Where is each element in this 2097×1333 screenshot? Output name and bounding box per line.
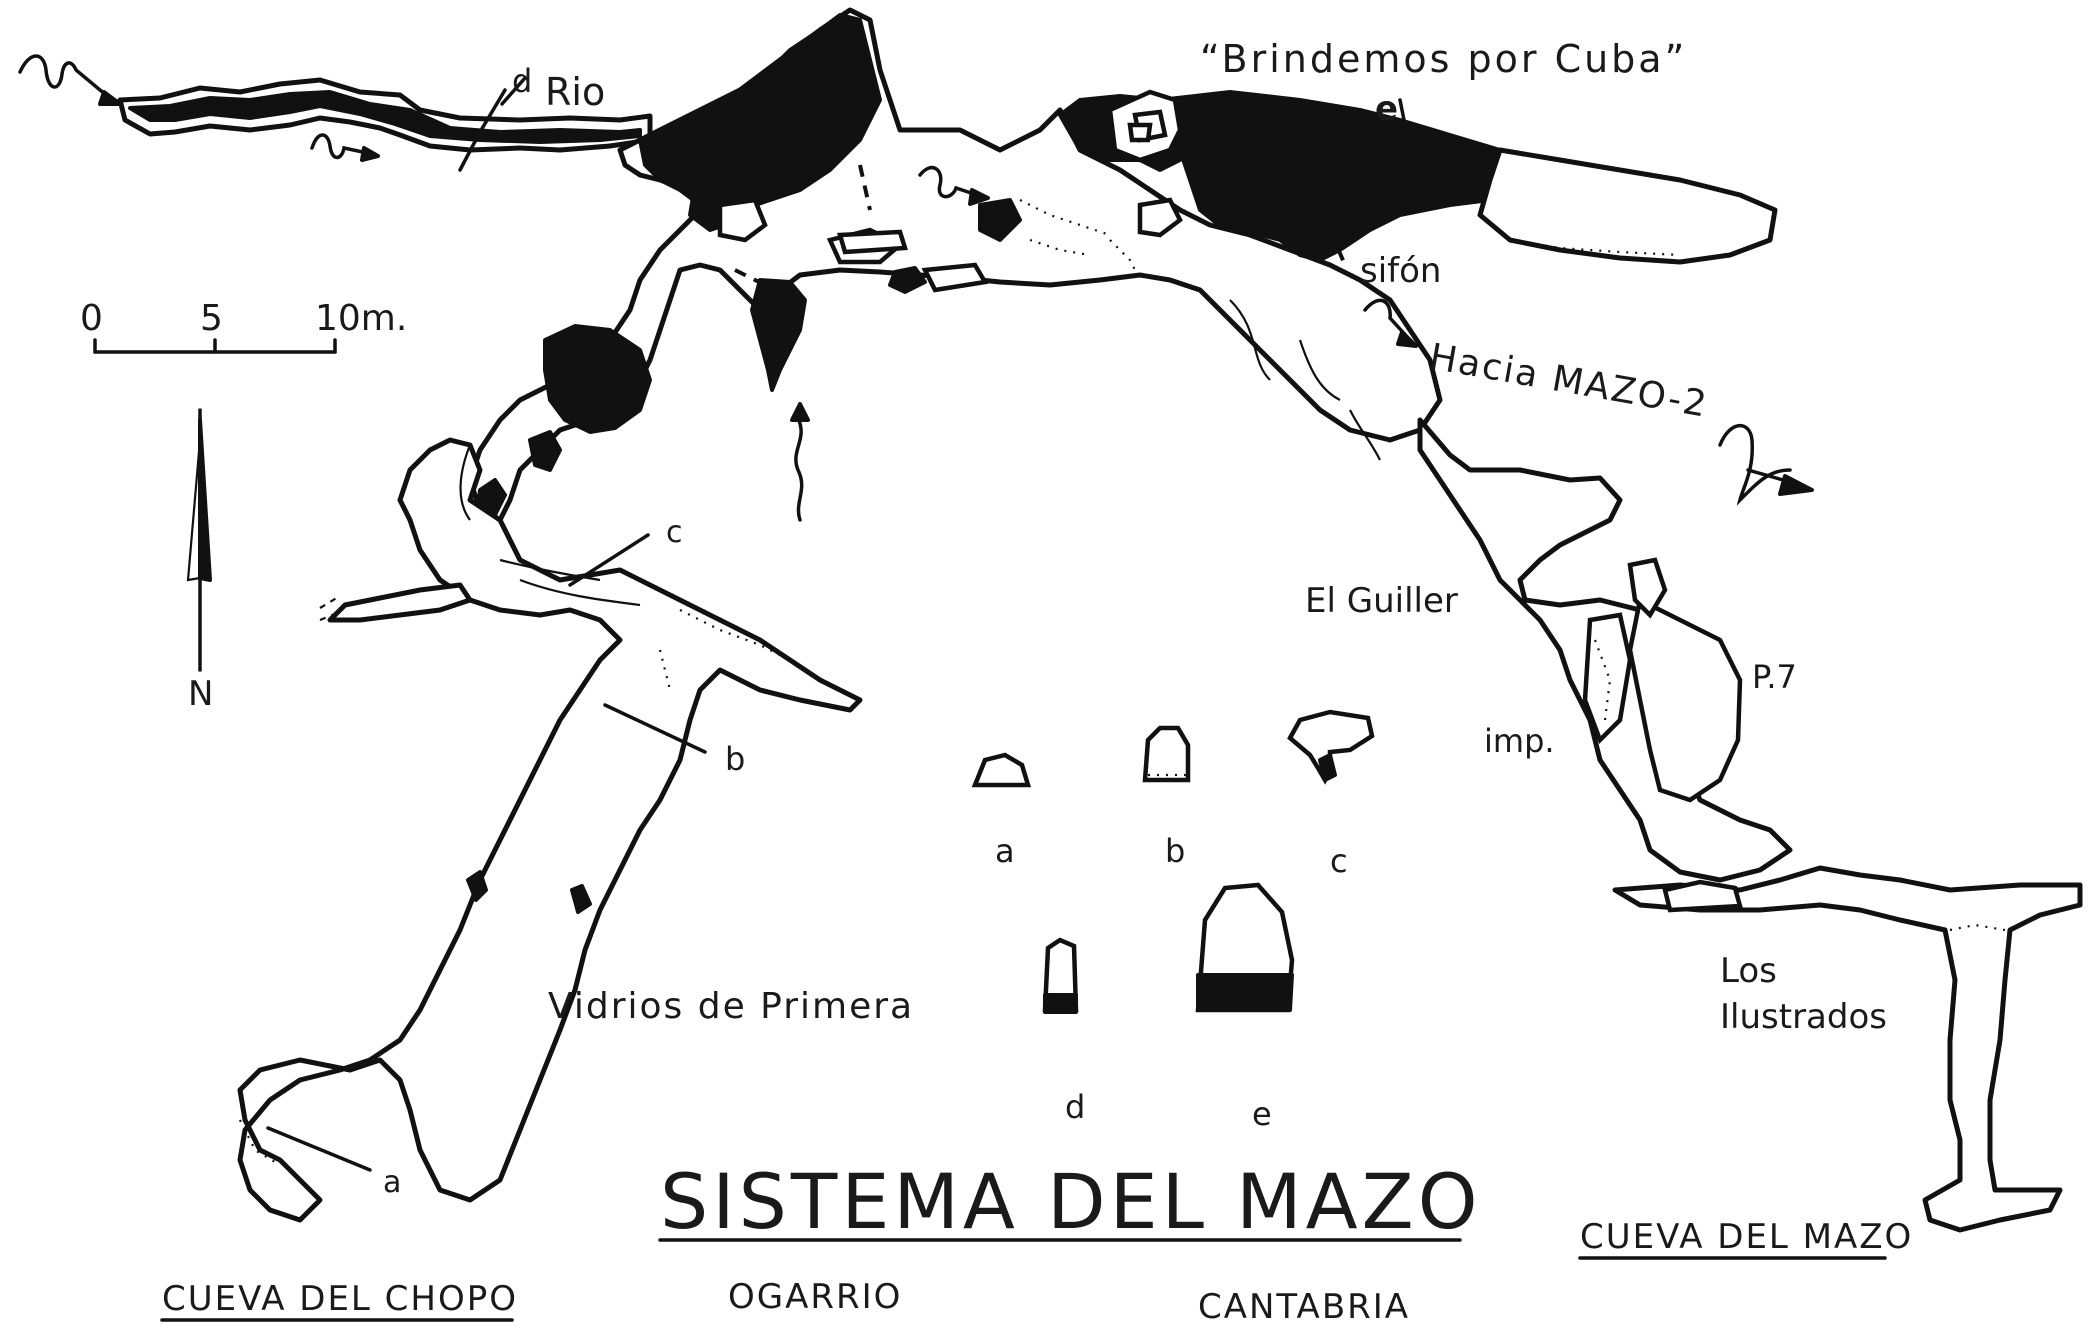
label-brindemos: “Brindemos por Cuba” xyxy=(1200,37,1687,81)
region-label: CANTABRIA xyxy=(1198,1287,1410,1327)
passage-cueva-del-chopo xyxy=(237,437,863,1223)
flow-arrow-icon xyxy=(1718,423,1814,506)
section-lines xyxy=(266,76,1412,1172)
flow-arrow-icon xyxy=(918,165,990,206)
xs-label-e: e xyxy=(1252,1095,1272,1133)
cross-section-b xyxy=(1142,725,1191,783)
label-rio: Rio xyxy=(545,70,605,114)
flow-arrow-icon xyxy=(790,402,810,522)
label-hacia-mazo2: Hacia MAZO-2 xyxy=(1426,336,1711,425)
label-section-d: d xyxy=(512,62,532,100)
locality-label: OGARRIO xyxy=(728,1277,902,1317)
river-passage-west xyxy=(117,77,653,172)
label-vidrios: Vidrios de Primera xyxy=(548,986,914,1027)
scale-bar: 0 5 10m. xyxy=(80,298,407,354)
xs-label-c: c xyxy=(1330,842,1348,880)
north-label: N xyxy=(188,674,213,714)
label-section-c: c xyxy=(666,515,683,550)
scale-tick-10: 10m. xyxy=(315,298,407,339)
label-ilustrados: Ilustrados xyxy=(1720,997,1887,1037)
label-section-b: b xyxy=(725,740,745,778)
cross-section-c xyxy=(1287,709,1375,785)
central-chambers xyxy=(467,7,1512,523)
map-title: SISTEMA DEL MAZO xyxy=(660,1157,1482,1246)
cross-sections xyxy=(971,709,1375,1014)
scale-tick-5: 5 xyxy=(200,298,223,339)
cross-section-a xyxy=(971,752,1032,788)
label-p7: P.7 xyxy=(1752,658,1797,696)
label-section-e: e xyxy=(1375,89,1398,129)
flow-arrow-icon xyxy=(1363,298,1418,348)
chamber-los-ilustrados xyxy=(1612,865,2083,1233)
cave-label-chopo: CUEVA DEL CHOPO xyxy=(162,1279,518,1319)
north-arrow-icon: N xyxy=(186,408,213,714)
label-sifon: sifón xyxy=(1360,251,1441,291)
gallery-brindemos xyxy=(1477,147,1778,265)
label-el-guiller: El Guiller xyxy=(1305,581,1458,621)
label-los: Los xyxy=(1720,951,1777,991)
label-imp: imp. xyxy=(1484,722,1555,760)
cave-label-mazo: CUEVA DEL MAZO xyxy=(1580,1217,1913,1257)
flow-arrow-icon xyxy=(310,133,380,162)
xs-label-d: d xyxy=(1065,1088,1085,1126)
flow-arrow-icon xyxy=(18,54,122,106)
label-section-a: a xyxy=(383,1165,401,1200)
xs-label-a: a xyxy=(995,832,1015,870)
xs-label-b: b xyxy=(1165,832,1185,870)
scale-tick-0: 0 xyxy=(80,298,103,339)
pit-p7 xyxy=(1582,557,1743,803)
